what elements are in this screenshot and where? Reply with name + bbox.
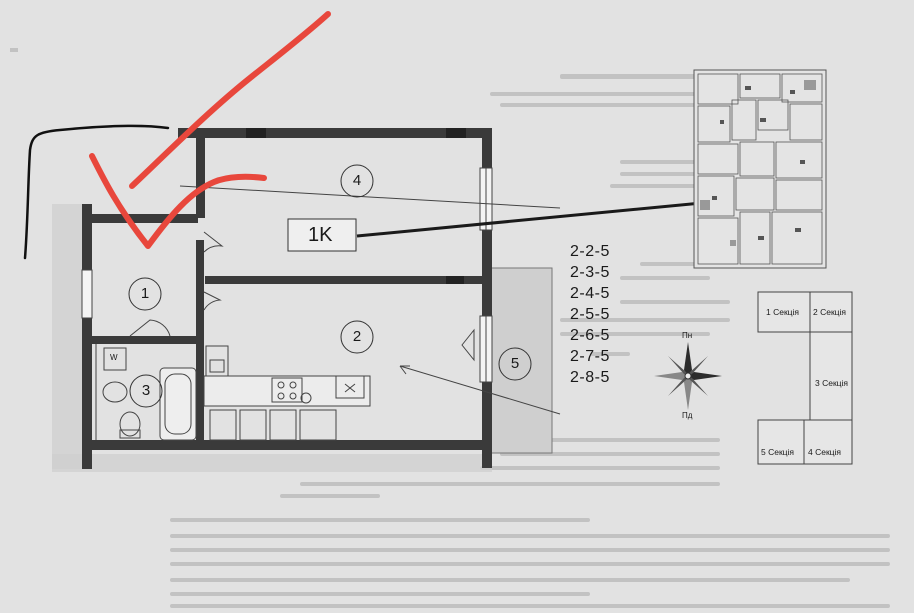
unit-label-box bbox=[287, 218, 357, 252]
room-number-5: 5 bbox=[510, 355, 520, 372]
section-label-5: 5 Секція bbox=[761, 447, 795, 457]
room-markers bbox=[128, 164, 532, 408]
building-floor-plan-thumbnail bbox=[693, 69, 827, 269]
compass-north-label: Пн bbox=[682, 331, 693, 340]
room-number-3: 3 bbox=[141, 382, 151, 399]
unit-type-label: 1K bbox=[308, 224, 333, 246]
red-check-mark bbox=[89, 11, 331, 249]
pen-scribble bbox=[23, 124, 170, 260]
apartment-code: 2-4-5 bbox=[570, 285, 610, 302]
kitchen-fixtures bbox=[203, 345, 371, 441]
apartment-code: 2-5-5 bbox=[570, 306, 610, 323]
apartment-code: 2-8-5 bbox=[570, 369, 610, 386]
doors bbox=[129, 231, 475, 362]
section-label-2: 2 Секція bbox=[813, 307, 847, 317]
apartment-code: 2-6-5 bbox=[570, 327, 610, 344]
compass-south-label: Пд bbox=[682, 411, 693, 420]
washer-label: W bbox=[110, 353, 118, 362]
background-text bbox=[10, 48, 890, 608]
room-number-2: 2 bbox=[352, 328, 362, 345]
building-sections-scheme bbox=[757, 291, 853, 465]
bathroom-fixtures bbox=[95, 344, 197, 441]
apartment-code: 2-2-5 bbox=[570, 243, 610, 260]
apartment-code: 2-7-5 bbox=[570, 348, 610, 365]
apartment-codes-list: 2-2-5 2-3-5 2-4-5 2-5-5 2-6-5 2-7-5 2-8-… bbox=[570, 241, 610, 388]
room-number-1: 1 bbox=[140, 285, 150, 302]
plan-lines bbox=[179, 185, 561, 415]
apartment-code: 2-3-5 bbox=[570, 264, 610, 281]
section-label-3: 3 Секція bbox=[815, 378, 849, 388]
windows bbox=[81, 128, 493, 383]
compass-rose bbox=[654, 342, 722, 410]
room-number-4: 4 bbox=[352, 172, 362, 189]
section-label-1: 1 Секція bbox=[766, 307, 800, 317]
walls bbox=[82, 128, 492, 469]
section-label-4: 4 Секція bbox=[808, 447, 842, 457]
